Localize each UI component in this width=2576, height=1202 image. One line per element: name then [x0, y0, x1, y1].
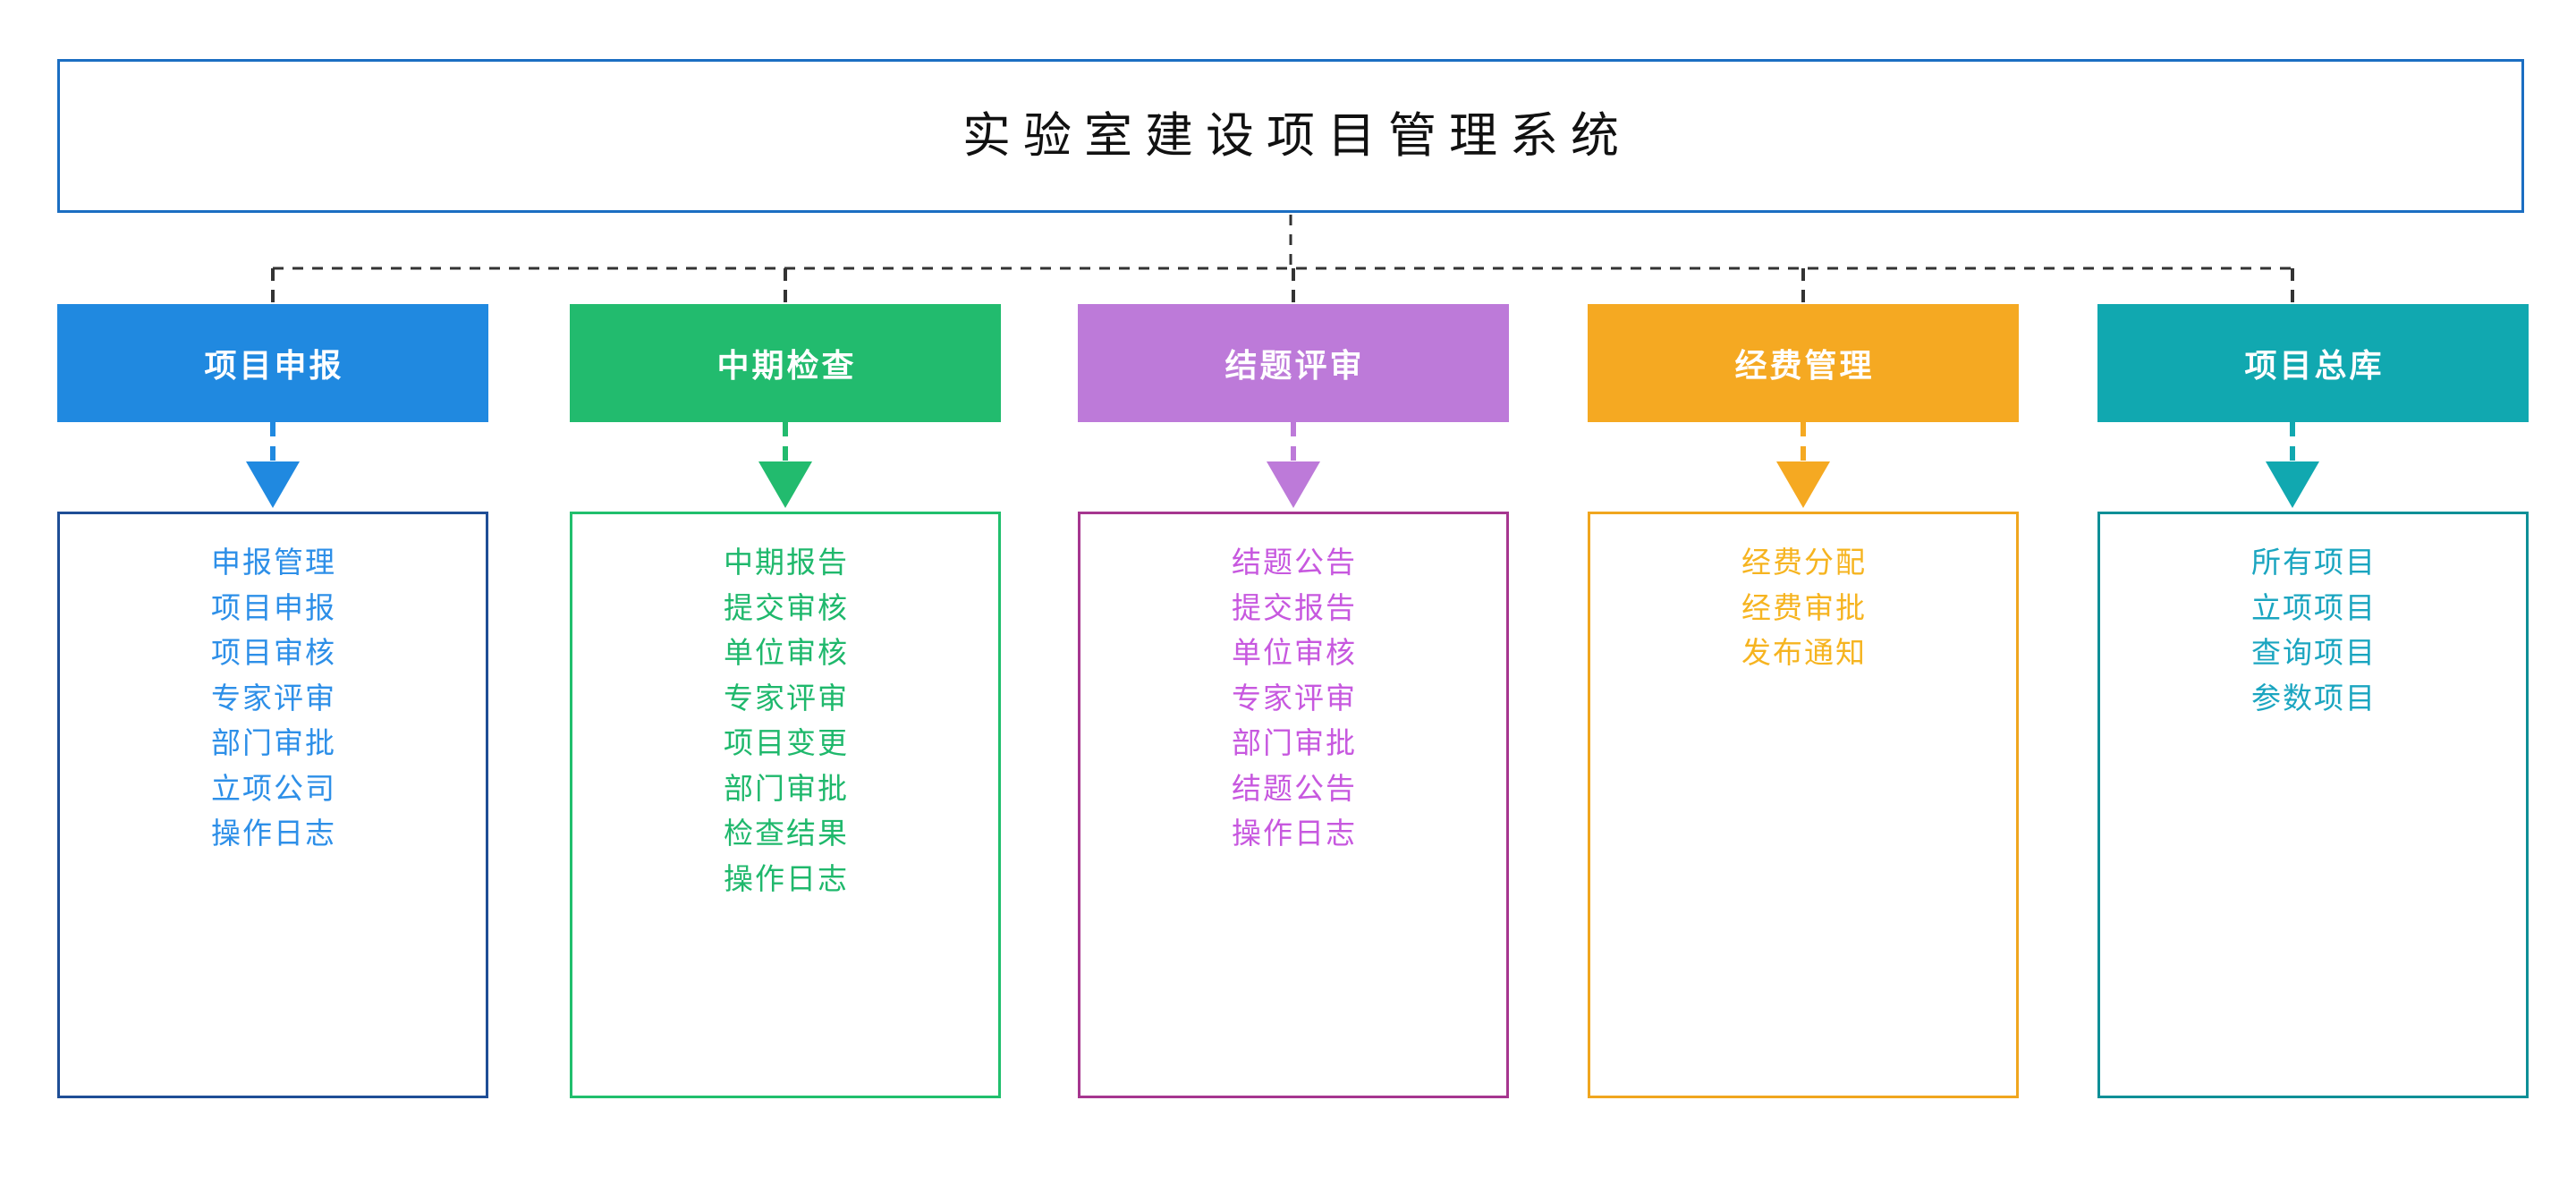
list-item[interactable]: 中期报告 [724, 546, 849, 579]
column-header-label: 中期检查 [716, 347, 857, 384]
list-item[interactable]: 经费分配 [1741, 546, 1867, 579]
list-item[interactable]: 检查结果 [724, 817, 849, 851]
list-item[interactable]: 专家评审 [211, 681, 336, 715]
list-item[interactable]: 提交报告 [1232, 590, 1357, 624]
column-header-conclusion-review[interactable]: 结题评审 [1078, 304, 1509, 422]
column-header-funding-management[interactable]: 经费管理 [1588, 304, 2019, 422]
list-item[interactable]: 查询项目 [2251, 636, 2377, 670]
page-title: 实验室建设项目管理系统 [962, 109, 1631, 163]
list-item[interactable]: 部门审批 [211, 726, 336, 760]
column-header-label: 项目申报 [204, 347, 344, 384]
list-item[interactable]: 操作日志 [211, 817, 336, 851]
list-item[interactable]: 结题公告 [1232, 546, 1357, 579]
list-item[interactable]: 申报管理 [211, 546, 336, 579]
list-item[interactable]: 所有项目 [2251, 546, 2377, 579]
column-header-midterm-inspection[interactable]: 中期检查 [570, 304, 1001, 422]
list-item[interactable]: 部门审批 [1232, 726, 1357, 760]
list-item[interactable]: 操作日志 [1232, 817, 1357, 851]
column-header-project-repository[interactable]: 项目总库 [2097, 304, 2529, 422]
list-item[interactable]: 发布通知 [1741, 636, 1867, 670]
list-item[interactable]: 专家评审 [724, 681, 849, 715]
list-item[interactable]: 参数项目 [2251, 681, 2377, 715]
column-body-midterm-inspection: 中期报告 提交审核 单位审核 专家评审 项目变更 部门审批 检查结果 操作日志 [570, 512, 1001, 1098]
list-item[interactable]: 项目变更 [724, 726, 849, 760]
column-body-conclusion-review: 结题公告 提交报告 单位审核 专家评审 部门审批 结题公告 操作日志 [1078, 512, 1509, 1098]
arrow-head-col-0 [246, 461, 300, 508]
list-item[interactable]: 项目审核 [211, 636, 336, 670]
list-item[interactable]: 立项项目 [2251, 590, 2377, 624]
list-item[interactable]: 单位审核 [724, 636, 849, 670]
list-item[interactable]: 操作日志 [724, 861, 849, 895]
column-header-project-declaration[interactable]: 项目申报 [57, 304, 488, 422]
column-header-label: 项目总库 [2244, 347, 2385, 384]
column-body-funding-management: 经费分配 经费审批 发布通知 [1588, 512, 2019, 1098]
arrow-head-col-2 [1267, 461, 1320, 508]
list-item[interactable]: 立项公司 [211, 771, 336, 805]
list-item[interactable]: 单位审核 [1232, 636, 1357, 670]
system-title-box: 实验室建设项目管理系统 [57, 59, 2524, 213]
list-item[interactable]: 结题公告 [1232, 771, 1357, 805]
list-item[interactable]: 部门审批 [724, 771, 849, 805]
list-item[interactable]: 项目申报 [211, 590, 336, 624]
arrow-head-col-1 [758, 461, 812, 508]
list-item[interactable]: 专家评审 [1232, 681, 1357, 715]
list-item[interactable]: 提交审核 [724, 590, 849, 624]
arrow-head-col-3 [1776, 461, 1830, 508]
list-item[interactable]: 经费审批 [1741, 590, 1867, 624]
column-body-project-repository: 所有项目 立项项目 查询项目 参数项目 [2097, 512, 2529, 1098]
column-body-project-declaration: 申报管理 项目申报 项目审核 专家评审 部门审批 立项公司 操作日志 [57, 512, 488, 1098]
column-header-label: 经费管理 [1734, 347, 1875, 384]
arrow-head-col-4 [2266, 461, 2319, 508]
column-header-label: 结题评审 [1224, 347, 1365, 384]
